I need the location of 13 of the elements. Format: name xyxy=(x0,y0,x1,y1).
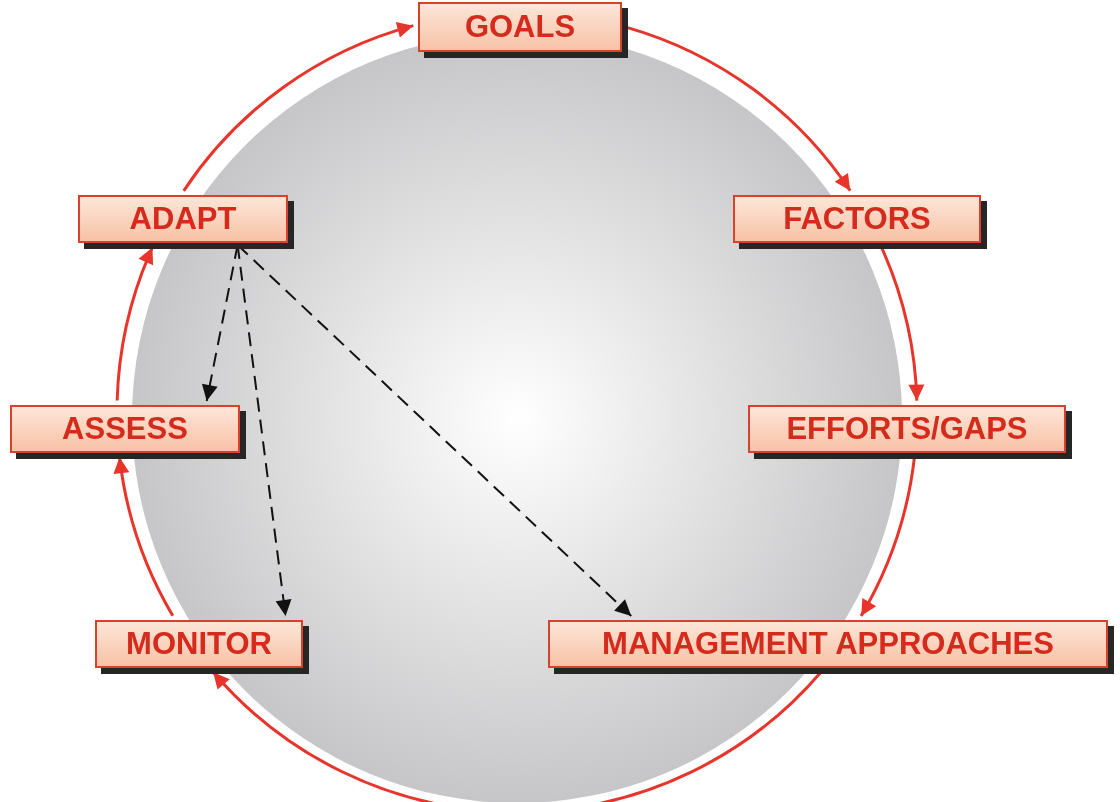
arrow xyxy=(880,246,924,401)
arrow xyxy=(115,246,154,401)
arrow xyxy=(212,671,822,802)
step-label: GOALS xyxy=(464,9,576,45)
step-label: ADAPT xyxy=(129,201,237,237)
arrow xyxy=(626,25,852,192)
step-label: MONITOR xyxy=(126,626,272,662)
step-label: MANAGEMENT APPROACHES xyxy=(602,626,1054,662)
step-label: FACTORS xyxy=(783,201,931,237)
step-label: ASSESS xyxy=(62,411,188,447)
arrow xyxy=(859,457,916,617)
arrow xyxy=(182,23,414,192)
step-label: EFFORTS/GAPS xyxy=(786,411,1028,447)
